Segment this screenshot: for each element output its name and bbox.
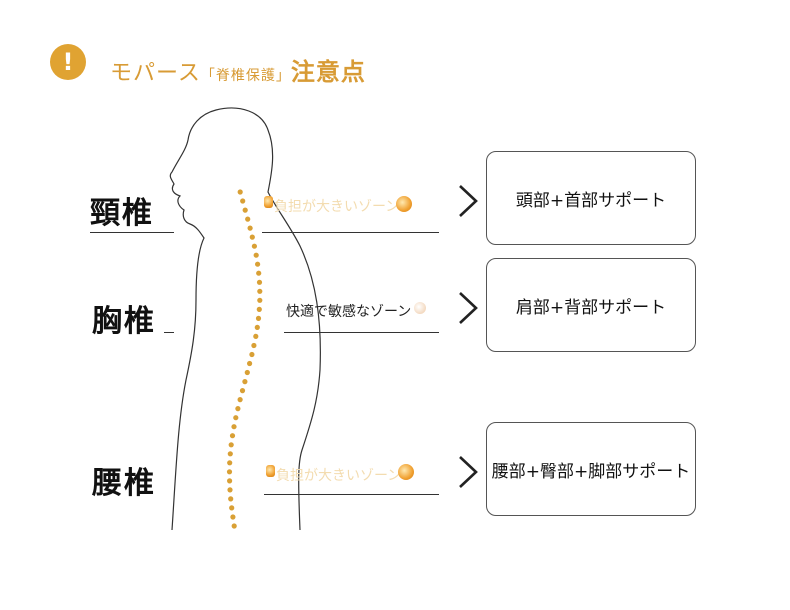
spine-dot	[255, 261, 261, 267]
spine-dot	[244, 369, 250, 376]
title-prefix: モパース	[110, 61, 201, 86]
zone-underline-cervical	[262, 232, 439, 233]
spine-dot	[251, 342, 257, 349]
segment-underline-cervical	[90, 232, 174, 233]
exclamation-icon: !	[50, 44, 86, 80]
spine-dot	[256, 270, 262, 276]
spine-dot	[251, 243, 257, 249]
spine-dot	[229, 433, 236, 439]
page-title: モパース「脊椎保護」注意点	[110, 52, 366, 87]
spine-dot	[230, 514, 236, 520]
chevron-right-icon	[459, 292, 478, 324]
spine-dot	[231, 424, 237, 430]
burst-icon	[398, 464, 414, 480]
support-box-waist-hip-leg: 腰部+臀部+脚部サポート	[486, 422, 696, 516]
spine-dot	[228, 442, 234, 448]
spine-dot	[228, 496, 234, 502]
spine-dot	[247, 360, 253, 367]
burst-icon	[266, 465, 275, 477]
support-label: 腰部+臀部+脚部サポート	[491, 461, 691, 482]
spine-dot	[242, 207, 248, 213]
spine-dot	[249, 351, 255, 358]
spine-dot	[253, 333, 259, 339]
spine-dot	[253, 252, 259, 258]
zone-underline-lumbar	[264, 494, 439, 495]
zone-text-cervical: 負担が大きいゾーン	[274, 199, 400, 215]
segment-label-cervical: 頸椎	[90, 196, 154, 231]
body-outline	[169, 107, 321, 531]
support-label: 頭部+首部サポート	[515, 190, 667, 211]
burst-icon	[396, 196, 412, 212]
chevron-right-icon	[459, 185, 478, 217]
spine-dot	[257, 288, 263, 294]
spine-dot	[254, 324, 260, 330]
spine-dot	[245, 216, 251, 222]
segment-label-lumbar: 腰椎	[92, 466, 156, 501]
spine-dot	[229, 505, 235, 511]
segment-underline-thoracic	[164, 332, 174, 333]
spine-dot	[240, 198, 246, 204]
spine-dot	[226, 469, 233, 475]
spine-dot	[249, 234, 255, 240]
segment-label-thoracic: 胸椎	[92, 304, 156, 339]
spine-dot	[255, 315, 262, 321]
title-suffix: 注意点	[290, 58, 366, 86]
support-box-shoulder-back: 肩部+背部サポート	[486, 258, 696, 352]
zone-underline-thoracic	[284, 332, 439, 333]
burst-icon	[264, 196, 273, 208]
spine-dot	[247, 225, 253, 231]
spine-dot	[233, 415, 239, 421]
title-bracket: 「脊椎保護」	[200, 68, 291, 84]
zone-text-thoracic: 快適で敏感なゾーン	[286, 304, 412, 320]
spine-dot	[227, 460, 233, 466]
spine-dot	[256, 306, 262, 312]
spine-dot	[237, 397, 243, 403]
spine-dot	[235, 406, 241, 412]
spine-dot	[256, 279, 263, 285]
spine-dot	[227, 487, 233, 493]
support-label: 肩部+背部サポート	[515, 297, 667, 318]
chevron-right-icon	[459, 456, 478, 488]
spine-dot	[242, 379, 248, 385]
support-box-head-neck: 頭部+首部サポート	[486, 151, 696, 245]
zone-text-lumbar: 負担が大きいゾーン	[276, 468, 402, 484]
burst-icon	[414, 302, 426, 314]
spine-dots	[226, 189, 263, 529]
spine-dot	[239, 388, 246, 394]
spine-dot	[227, 451, 233, 457]
spine-dot	[227, 478, 233, 484]
spine-dot	[237, 189, 243, 195]
spine-dot	[257, 297, 263, 303]
spine-dot	[231, 523, 237, 529]
